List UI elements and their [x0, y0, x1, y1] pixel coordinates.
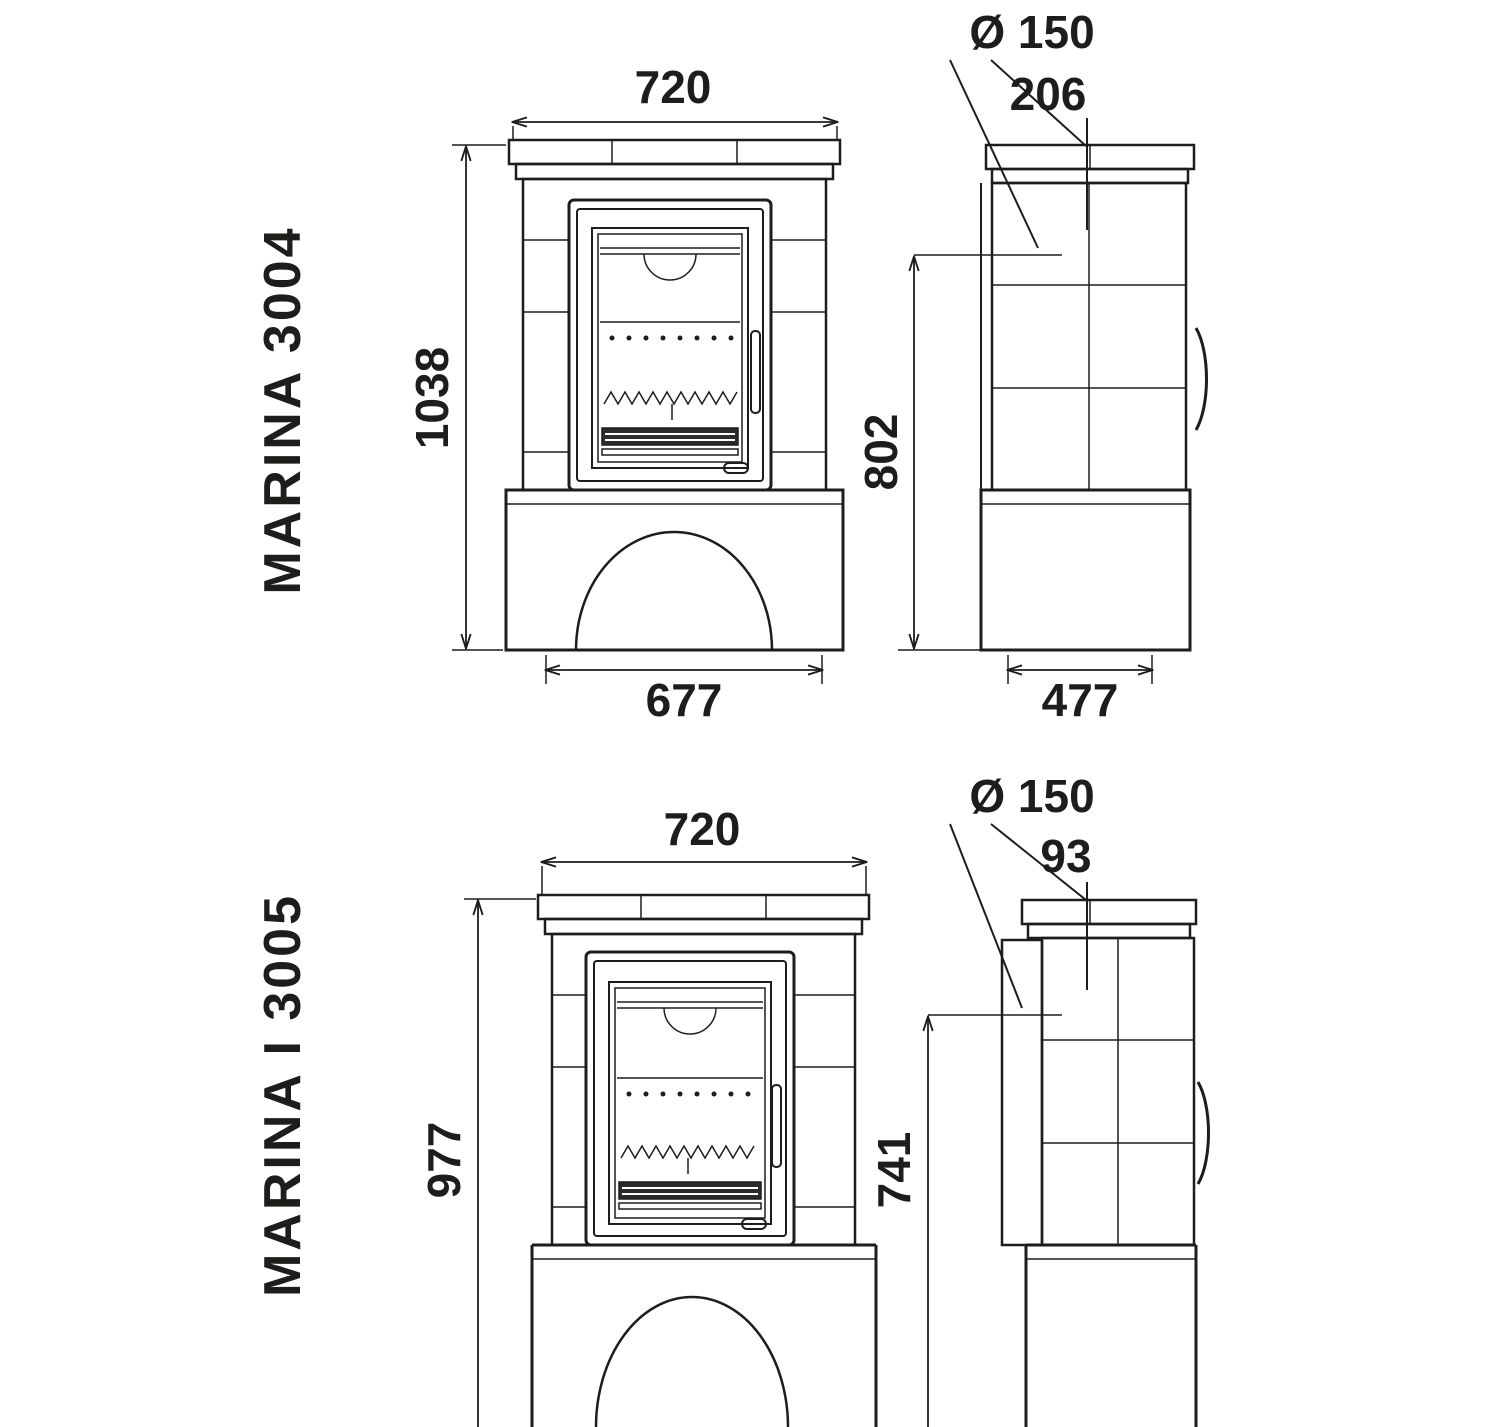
marina-3005-diagram: MARINA I 3005 720 [254, 770, 1210, 1427]
dim-label-height-3005: 977 [418, 1122, 470, 1199]
dim-label-top-width-3005: 720 [664, 803, 741, 855]
flame-pattern-3004 [603, 390, 738, 406]
dim-top-width-3004: 720 [513, 61, 837, 139]
top-slab-3004 [507, 138, 842, 181]
dim-label-flue-diameter-3004: Ø 150 [969, 6, 1094, 58]
dim-flue-height-3004: 802 [855, 254, 1062, 651]
dim-label-flue-diameter-3005: Ø 150 [969, 770, 1094, 822]
dim-height-3004: 1038 [406, 144, 506, 651]
door-latch-3004 [723, 462, 749, 474]
dim-label-top-width-3004: 720 [635, 61, 712, 113]
stove-door-3004 [567, 198, 773, 492]
door-glass-frame-3004 [591, 227, 749, 469]
dim-top-width-3005: 720 [542, 803, 866, 894]
tiled-body-side-3004 [980, 181, 1208, 650]
dim-label-flue-height-3004: 802 [855, 414, 907, 491]
stove-door-3005 [584, 950, 796, 1247]
air-holes-3004 [609, 335, 734, 341]
deflector-arc-3005 [663, 1007, 717, 1035]
air-holes-3005 [626, 1091, 751, 1097]
dim-flue-height-3005: 741 [868, 1014, 1062, 1427]
tiled-body-side-3005 [1040, 936, 1210, 1247]
dim-base-width-3004: 677 [546, 655, 822, 726]
base-3005 [530, 1243, 878, 1427]
side-handle-3004 [1194, 327, 1208, 431]
base-3004 [504, 488, 845, 652]
base-arch-3005 [594, 1295, 790, 1427]
flue-leader-lines-3004 [949, 59, 1088, 249]
side-view-3005: Ø 150 93 [868, 770, 1210, 1427]
side-view-3004: Ø 150 206 [855, 6, 1208, 726]
door-latch-3005 [741, 1218, 767, 1230]
base-arch-3004 [574, 530, 774, 651]
air-grille-3004 [601, 427, 739, 446]
front-view-3004: 720 [406, 61, 845, 726]
dim-label-flue-offset-3005: 93 [1040, 830, 1091, 882]
dim-height-3005: 977 [418, 898, 536, 1427]
dim-label-flue-height-3005: 741 [868, 1132, 920, 1209]
rear-flue-panel-3005 [1000, 938, 1044, 1247]
dim-depth-3004: 477 [1008, 655, 1152, 726]
door-glass-3004 [597, 233, 743, 463]
base-side-3004 [979, 488, 1192, 652]
model-name-3004: MARINA 3004 [254, 225, 312, 594]
front-view-3005: 720 [418, 803, 878, 1427]
top-slab-3005 [536, 893, 871, 936]
tile-joints-3004 [523, 239, 826, 453]
deflector-arc-3004 [643, 253, 697, 281]
flame-pattern-3005 [620, 1144, 755, 1160]
top-slab-side-3005 [1020, 898, 1198, 940]
model-name-3005: MARINA I 3005 [254, 893, 312, 1297]
dim-label-depth-3004: 477 [1042, 674, 1119, 726]
dim-label-height-3004: 1038 [406, 347, 458, 449]
marina-3004-diagram: MARINA 3004 720 [254, 6, 1208, 726]
door-handle-3005 [771, 1084, 782, 1168]
door-glass-3005 [614, 987, 766, 1219]
door-handle-3004 [750, 330, 761, 414]
top-slab-side-3004 [984, 143, 1196, 185]
tile-joints-3005 [552, 994, 855, 1208]
air-grille-3005 [618, 1181, 762, 1200]
base-side-3005 [1024, 1243, 1198, 1427]
side-handle-3005 [1196, 1081, 1210, 1185]
dim-label-base-width-3004: 677 [646, 674, 723, 726]
